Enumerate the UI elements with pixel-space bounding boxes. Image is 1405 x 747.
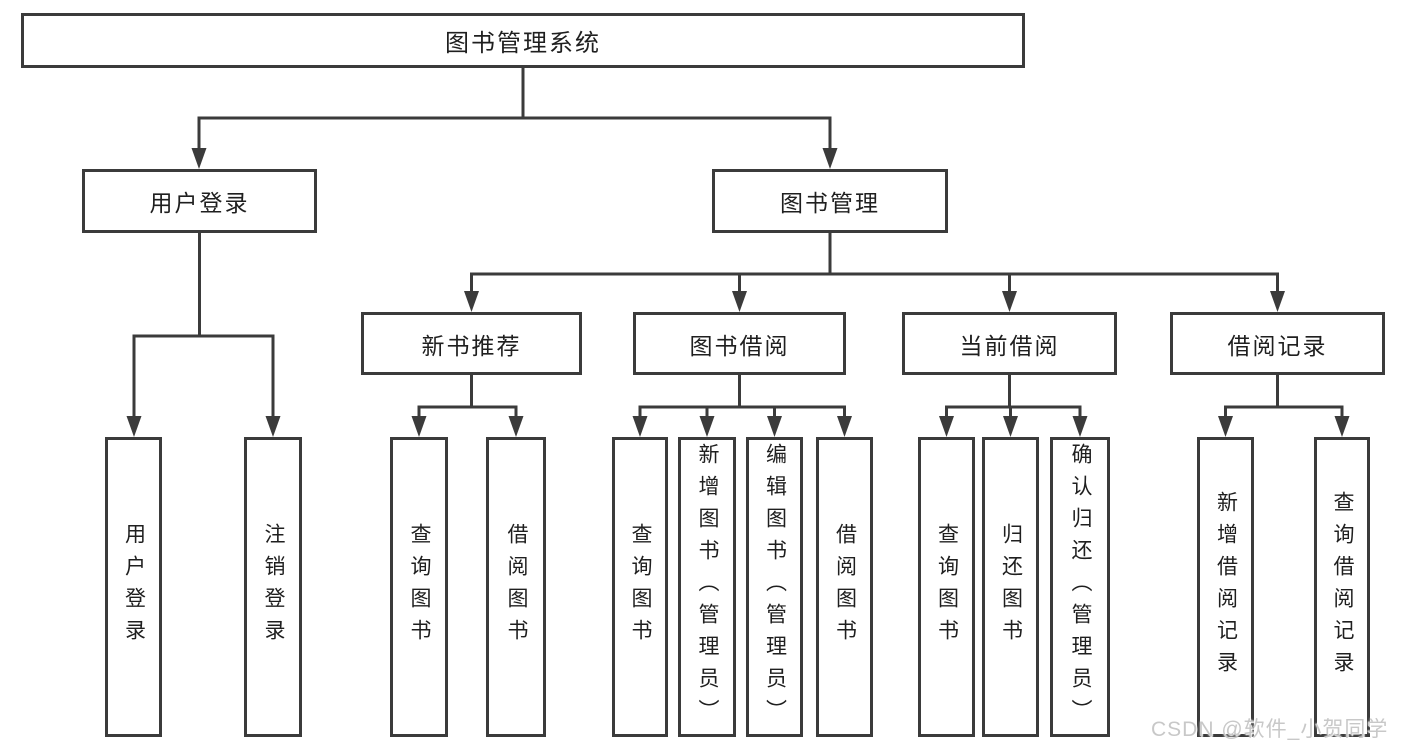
connectors-current-borrowing-to-leaves: [939, 375, 1088, 437]
leaf-query-books-current: 查询图书: [918, 437, 975, 737]
node-new-book-recommendation: 新书推荐: [361, 312, 582, 375]
leaf-borrow-books-recommend: 借阅图书: [486, 437, 546, 737]
arrowhead-icon: [464, 291, 479, 312]
arrowhead-icon: [632, 416, 648, 437]
node-label: 新增借阅记录: [1214, 491, 1238, 683]
connectors-book-borrowing-to-leaves: [632, 375, 852, 437]
node-book-borrowing: 图书借阅: [633, 312, 846, 375]
leaf-confirm-return-admin: 确认归还（管理员）: [1050, 437, 1110, 737]
node-label: 查询借阅记录: [1331, 491, 1354, 683]
arrowhead-icon: [1003, 416, 1018, 437]
node-label: 查询图书: [408, 523, 431, 651]
csdn-watermark: CSDN @软件_小贺同学: [1151, 718, 1389, 741]
node-label: 用户登录: [122, 523, 146, 651]
connectors-root-to-level2: [191, 68, 838, 169]
node-label: 图书借阅: [689, 332, 790, 359]
arrowhead-icon: [1002, 291, 1017, 312]
node-label: 借阅记录: [1227, 332, 1328, 359]
leaf-query-books-borrowing: 查询图书: [612, 437, 668, 737]
arrowhead-icon: [1218, 416, 1233, 437]
node-user-login: 用户登录: [82, 169, 317, 233]
arrowhead-icon: [1334, 416, 1350, 437]
node-label: 图书管理: [780, 190, 880, 216]
arrowhead-icon: [699, 416, 715, 437]
node-label: 新增图书（管理员）: [696, 443, 719, 731]
node-label: 编辑图书（管理员）: [763, 443, 787, 731]
arrowhead-icon: [1270, 291, 1285, 312]
arrowhead-icon: [939, 416, 954, 437]
node-label: 用户登录: [149, 190, 250, 216]
node-label: 借阅图书: [833, 523, 857, 651]
node-library-management-system: 图书管理系统: [21, 13, 1025, 68]
arrowhead-icon: [837, 416, 852, 437]
leaf-return-books: 归还图书: [982, 437, 1039, 737]
node-label: 图书管理系统: [445, 30, 601, 57]
arrowhead-icon: [1072, 416, 1088, 437]
leaf-logout: 注销登录: [244, 437, 302, 737]
connectors-new-book-recommendation-to-leaves: [411, 375, 524, 437]
arrowhead-icon: [732, 291, 747, 312]
leaf-query-borrow-record: 查询借阅记录: [1314, 437, 1370, 737]
arrowhead-icon: [822, 148, 838, 169]
node-label: 归还图书: [999, 523, 1023, 651]
connectors-borrowing-records-to-leaves: [1218, 375, 1350, 437]
node-current-borrowing: 当前借阅: [902, 312, 1117, 375]
node-label: 新书推荐: [421, 332, 522, 359]
leaf-query-books-recommend: 查询图书: [390, 437, 448, 737]
leaf-edit-books-admin: 编辑图书（管理员）: [746, 437, 803, 737]
arrowhead-icon: [265, 416, 281, 437]
leaf-borrow-books-borrowing: 借阅图书: [816, 437, 873, 737]
leaf-add-books-admin: 新增图书（管理员）: [678, 437, 736, 737]
connectors-user-login-to-leaves: [126, 233, 281, 437]
node-borrowing-records: 借阅记录: [1170, 312, 1385, 375]
connectors-book-management-to-level3: [464, 233, 1285, 312]
leaf-user-login: 用户登录: [105, 437, 162, 737]
arrowhead-icon: [191, 148, 207, 169]
node-label: 查询图书: [935, 523, 959, 651]
node-label: 借阅图书: [505, 523, 528, 651]
node-label: 查询图书: [629, 523, 652, 651]
arrowhead-icon: [411, 416, 427, 437]
arrowhead-icon: [767, 416, 782, 437]
node-book-management: 图书管理: [712, 169, 948, 233]
node-label: 当前借阅: [959, 332, 1060, 359]
node-label: 确认归还（管理员）: [1069, 443, 1092, 731]
node-label: 注销登录: [262, 523, 285, 651]
arrowhead-icon: [126, 416, 142, 437]
leaf-add-borrow-record: 新增借阅记录: [1197, 437, 1254, 737]
arrowhead-icon: [508, 416, 524, 437]
